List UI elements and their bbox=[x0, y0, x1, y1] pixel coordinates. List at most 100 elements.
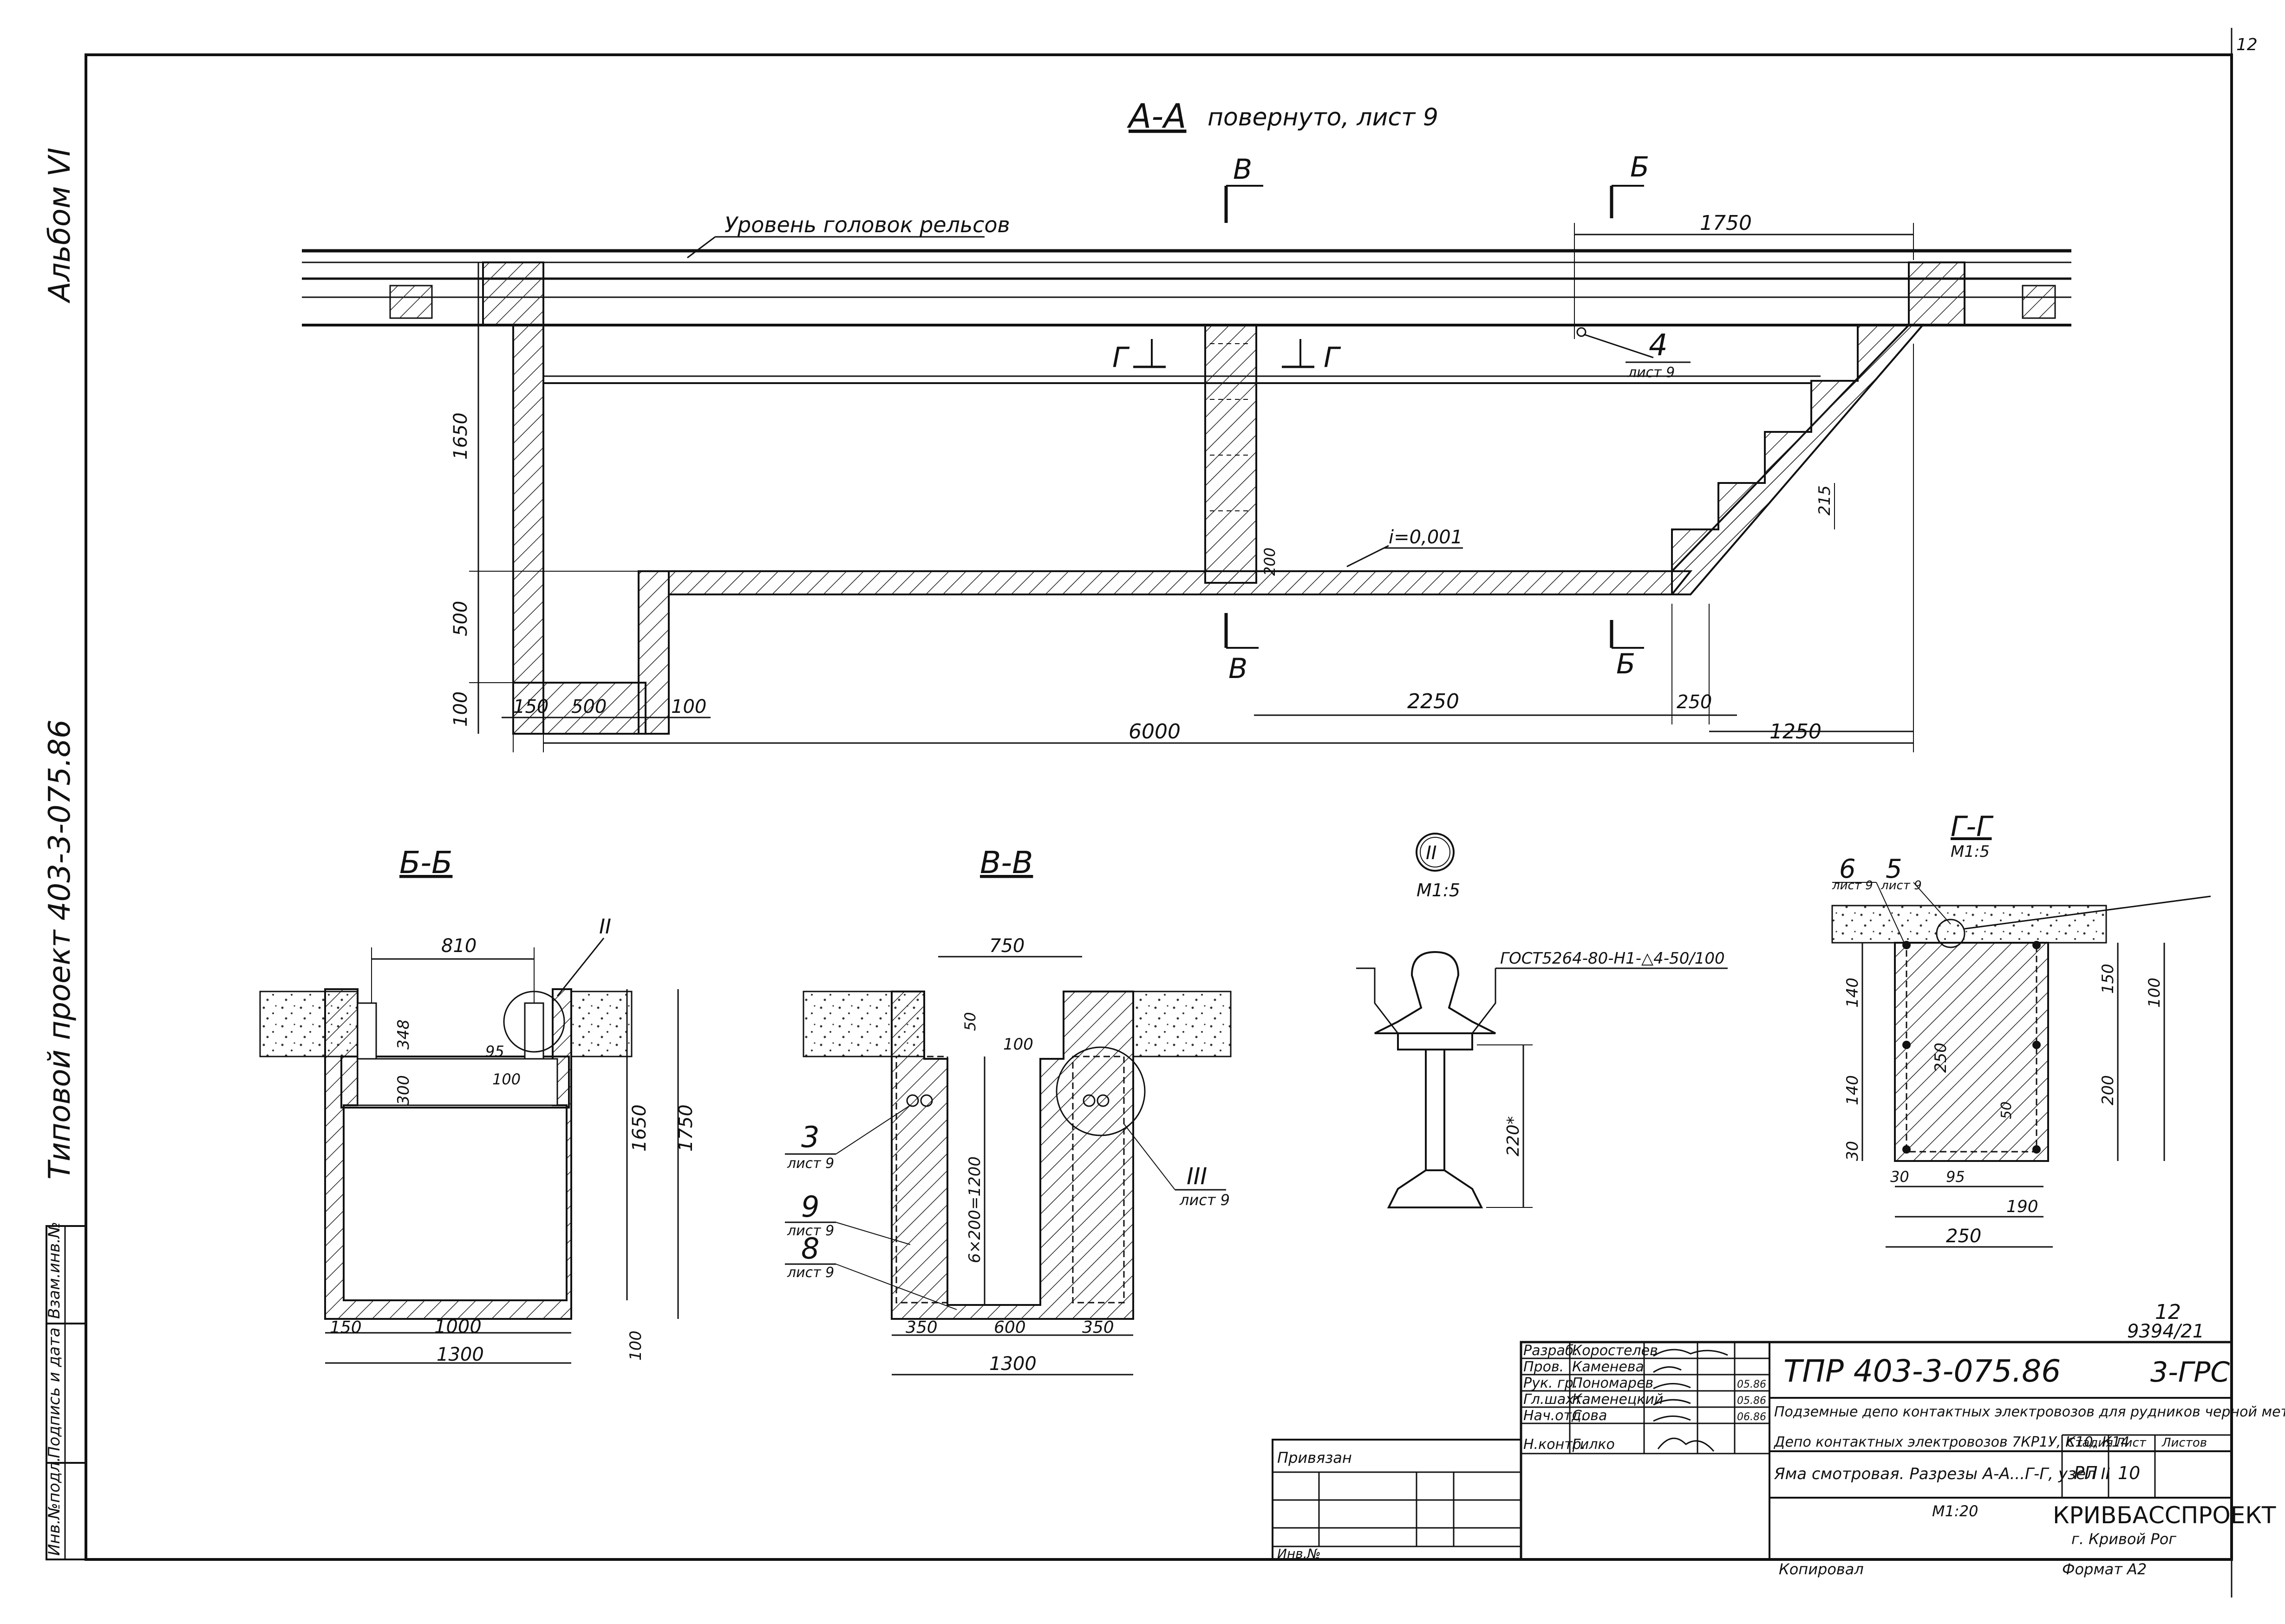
dim-500-v: 500 bbox=[450, 601, 471, 636]
stamp-privyazan: Привязан bbox=[1277, 1449, 1352, 1467]
node-ii: II М1:5 ГОСТ5264-80-Н1-△4-50/100 220* bbox=[1356, 833, 1728, 1208]
stamp-name-5: Сова bbox=[1572, 1408, 1607, 1424]
dim-200: 200 bbox=[1261, 548, 1279, 576]
stamp-h-sheet: Лист bbox=[2115, 1436, 2147, 1450]
bb-dim-100-v: 100 bbox=[627, 1331, 645, 1361]
section-gg-column bbox=[1894, 942, 2049, 1162]
gg-dim-140-b: 140 bbox=[1843, 1075, 1862, 1105]
bb-dim-1300: 1300 bbox=[437, 1344, 484, 1365]
signature-1 bbox=[1653, 1349, 1728, 1357]
gg-dim-200: 200 bbox=[2099, 1075, 2117, 1105]
stamp-date-2: 05.86 bbox=[1737, 1395, 1766, 1407]
stamp-inv-no: Инв.№ bbox=[1277, 1546, 1321, 1561]
stamp-role-2: Пров. bbox=[1523, 1359, 1564, 1375]
signature-2 bbox=[1653, 1366, 1682, 1373]
stamp-name-2: Каменева bbox=[1572, 1359, 1644, 1375]
pit-sump-bottom bbox=[512, 682, 646, 735]
slope-label: i=0,001 bbox=[1389, 527, 1462, 548]
bb-dim-150: 150 bbox=[330, 1318, 362, 1337]
stamp-copied: Копировал bbox=[1779, 1560, 1864, 1578]
stamp-scale: М1:20 bbox=[1932, 1502, 1978, 1520]
dim-500-h: 500 bbox=[571, 696, 607, 717]
title-block: 12 9394/21 Разраб. Коростелев Пров. Каме… bbox=[1272, 1300, 2285, 1578]
pit-sump-wall bbox=[638, 570, 670, 735]
node-ii-dim: 220* bbox=[1504, 1116, 1523, 1156]
signature-4 bbox=[1653, 1399, 1691, 1406]
vv-dim-350-r: 350 bbox=[1082, 1318, 1114, 1337]
vv-callout-8: 8 bbox=[801, 1232, 819, 1265]
section-aa-title: А-А bbox=[1127, 97, 1187, 136]
side-strip: Альбом VI Типовой проект 403-3-075.86 Ин… bbox=[43, 35, 2258, 1560]
bb-node-label: II bbox=[599, 915, 611, 939]
stamp-name-6: Гилко bbox=[1572, 1436, 1615, 1453]
stamp-org: КРИВБАССПРОЕКТ bbox=[2053, 1502, 2276, 1529]
pit-floor bbox=[639, 570, 1693, 595]
stamp-name-4: Каменецкий bbox=[1572, 1391, 1663, 1408]
stamp-inv: 9394/21 bbox=[2127, 1321, 2204, 1342]
bb-dim-1650: 1650 bbox=[629, 1104, 650, 1152]
vv-callout-iii: III bbox=[1187, 1163, 1207, 1190]
vv-callout-9: 9 bbox=[801, 1190, 819, 1224]
stamp-h-sheets: Листов bbox=[2161, 1436, 2207, 1450]
section-bb-title: Б-Б bbox=[399, 845, 452, 880]
gg-dim-250: 250 bbox=[1946, 1226, 1981, 1247]
section-gg-scale: М1:5 bbox=[1951, 842, 1990, 861]
vv-dim-1300: 1300 bbox=[989, 1353, 1037, 1375]
sleeper-right bbox=[2022, 285, 2056, 319]
vv-dim-750: 750 bbox=[989, 935, 1025, 957]
stamp-role-5: Нач.отд. bbox=[1523, 1408, 1586, 1424]
cut-g-left: Г bbox=[1112, 341, 1130, 374]
album-label: Альбом VI bbox=[43, 148, 77, 304]
bb-dim-300: 300 bbox=[394, 1075, 413, 1105]
gg-dim-140-a: 140 bbox=[1843, 978, 1862, 1008]
bb-dim-348: 348 bbox=[394, 1019, 413, 1050]
dim-1250: 1250 bbox=[1769, 720, 1821, 744]
central-column bbox=[1204, 324, 1257, 584]
rail-level-label: Уровень головок рельсов bbox=[725, 212, 1010, 237]
vv-dim-350-l: 350 bbox=[906, 1318, 938, 1337]
gg-dim-30-v: 30 bbox=[1843, 1141, 1862, 1161]
project-label: Типовой проект 403-3-075.86 bbox=[43, 719, 77, 1180]
stamp-sheet-no: 12 bbox=[2155, 1300, 2181, 1324]
vv-callout-9-sheet: лист 9 bbox=[787, 1223, 834, 1239]
pit-wall-left bbox=[512, 324, 544, 735]
bb-dim-1750: 1750 bbox=[675, 1104, 697, 1152]
dim-1750: 1750 bbox=[1700, 211, 1752, 235]
stamp-role-1: Разраб. bbox=[1523, 1343, 1578, 1359]
cut-v-top: В bbox=[1233, 153, 1252, 186]
vv-dim-100: 100 bbox=[1003, 1035, 1033, 1054]
dim-215: 215 bbox=[1815, 485, 1834, 515]
section-aa-note: повернуто, лист 9 bbox=[1208, 104, 1438, 131]
node-ii-label: II bbox=[1426, 842, 1437, 864]
dim-6000: 6000 bbox=[1129, 720, 1181, 744]
dim-100-v: 100 bbox=[450, 691, 471, 727]
vv-callout-iii-sheet: лист 9 bbox=[1179, 1191, 1230, 1209]
stamp-format: Формат А2 bbox=[2062, 1560, 2147, 1578]
stamp-title1: Подземные депо контактных электровозов д… bbox=[1774, 1404, 2285, 1420]
gg-dim-250-in: 250 bbox=[1932, 1043, 1950, 1073]
signature-6 bbox=[1657, 1437, 1715, 1452]
node-ii-scale: М1:5 bbox=[1417, 880, 1460, 900]
stamp-role-4: Гл.шахт. bbox=[1523, 1391, 1586, 1408]
section-gg-title: Г-Г bbox=[1951, 810, 1994, 843]
sleeper-left bbox=[389, 285, 433, 319]
gg-callout-6-sheet: лист 9 bbox=[1832, 879, 1873, 893]
vv-dim-600: 600 bbox=[994, 1318, 1026, 1337]
stamp-title2: Депо контактных электровозов 7КР1У, К10,… bbox=[1773, 1434, 2129, 1450]
stamp-date-3: 06.86 bbox=[1737, 1411, 1766, 1423]
cut-v-bottom: В bbox=[1228, 652, 1247, 685]
gg-dim-190: 190 bbox=[2006, 1197, 2038, 1216]
gg-callout-6: 6 bbox=[1839, 854, 1856, 884]
vv-callout-8-sheet: лист 9 bbox=[787, 1265, 834, 1281]
signature-3 bbox=[1653, 1383, 1691, 1389]
stamp-date-1: 05.86 bbox=[1737, 1379, 1766, 1390]
node-4-sheet: лист 9 bbox=[1627, 365, 1675, 381]
stamp-role-6: Н.контр. bbox=[1523, 1436, 1586, 1453]
weld-spec: ГОСТ5264-80-Н1-△4-50/100 bbox=[1500, 949, 1725, 968]
vv-callout-3-sheet: лист 9 bbox=[787, 1155, 834, 1172]
gg-dim-30-h: 30 bbox=[1890, 1168, 1909, 1186]
gg-dim-95: 95 bbox=[1946, 1168, 1965, 1186]
gg-callout-5-sheet: лист 9 bbox=[1880, 879, 1922, 893]
gg-dim-150: 150 bbox=[2099, 964, 2117, 994]
cut-b-top: Б bbox=[1630, 151, 1649, 183]
